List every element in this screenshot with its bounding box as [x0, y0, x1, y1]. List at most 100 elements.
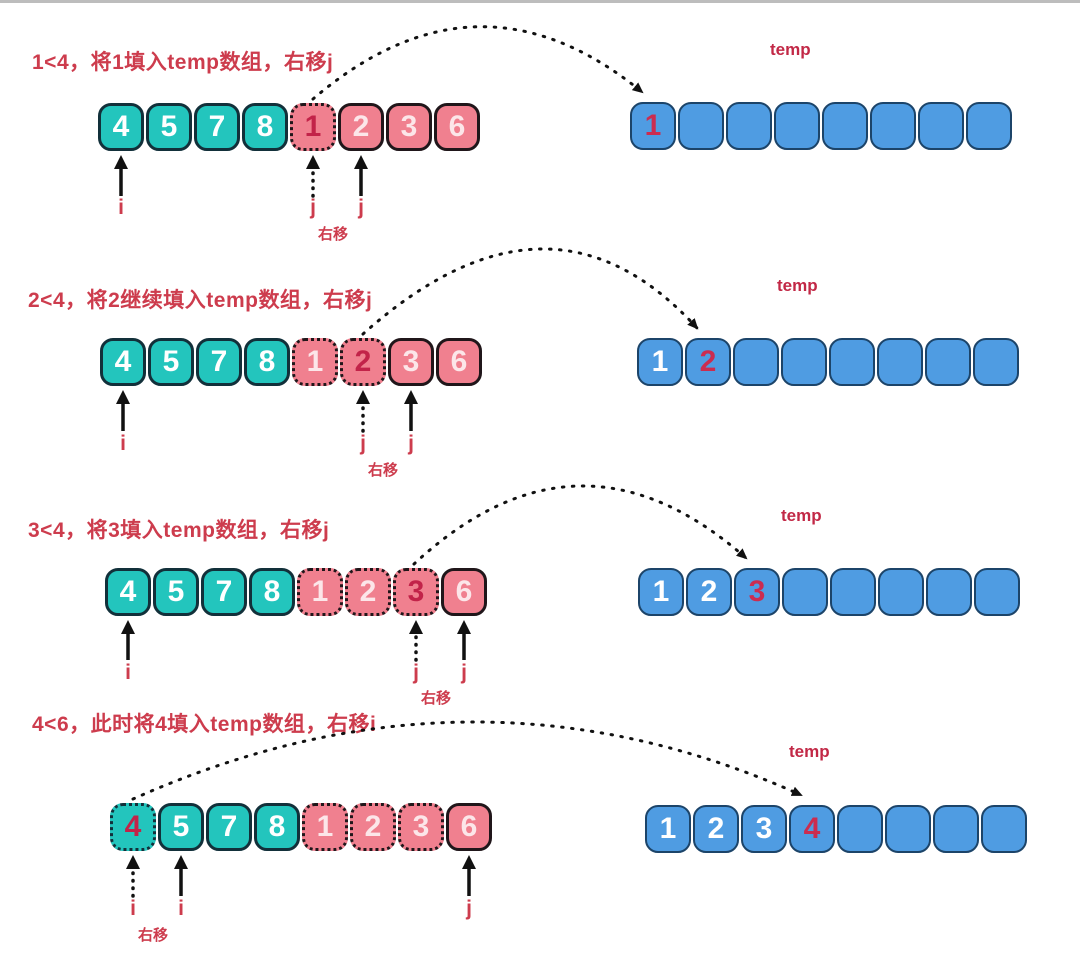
array-cell: 2: [338, 103, 384, 151]
pointer-arrowhead: [116, 390, 130, 404]
pointer-arrowhead: [409, 620, 423, 634]
temp-cell: [918, 102, 964, 150]
temp-array: 1: [630, 102, 1012, 150]
temp-cell: [733, 338, 779, 386]
temp-cell: [878, 568, 924, 616]
array-cell: 1: [297, 568, 343, 616]
array-cell: 7: [201, 568, 247, 616]
top-edge-divider: [0, 0, 1080, 3]
array-cell: 8: [249, 568, 295, 616]
pointer-arrowhead: [306, 155, 320, 169]
temp-array-title: temp: [781, 506, 822, 525]
pointer-label: i: [120, 432, 126, 455]
pointer-arrowhead: [126, 855, 140, 869]
temp-cell: 2: [685, 338, 731, 386]
pointer-label: j: [461, 661, 467, 684]
array-cell: 2: [350, 803, 396, 851]
array-cell: 8: [244, 338, 290, 386]
array-cell: 2: [345, 568, 391, 616]
temp-cell: [877, 338, 923, 386]
pointer-arrowhead: [356, 390, 370, 404]
pointer-label: i: [130, 897, 136, 920]
pointer-label: j: [413, 661, 419, 684]
pointer-arrowhead: [462, 855, 476, 869]
pointer-label: i: [125, 661, 131, 684]
pointer-arrowhead: [354, 155, 368, 169]
temp-cell: 1: [630, 102, 676, 150]
temp-array-title: temp: [770, 40, 811, 59]
pointer-arrowhead: [174, 855, 188, 869]
move-to-temp-arc: [311, 25, 644, 101]
array-cell: 1: [302, 803, 348, 851]
move-to-temp-arc: [412, 484, 748, 566]
temp-cell: [885, 805, 931, 853]
array-cell: 5: [148, 338, 194, 386]
array-cell: 6: [446, 803, 492, 851]
pointer-label: j: [358, 196, 364, 219]
array-cell: 5: [153, 568, 199, 616]
shift-right-label: 右移: [367, 462, 398, 479]
array-cell: 4: [98, 103, 144, 151]
pointer-label: j: [310, 196, 316, 219]
array-cell: 7: [196, 338, 242, 386]
temp-cell: [966, 102, 1012, 150]
temp-cell: [829, 338, 875, 386]
pointer-arrowhead: [121, 620, 135, 634]
array-cell: 4: [105, 568, 151, 616]
array-cell: 4: [100, 338, 146, 386]
temp-cell: 2: [693, 805, 739, 853]
array-cell: 6: [441, 568, 487, 616]
temp-cell: [830, 568, 876, 616]
temp-array-title: temp: [789, 742, 830, 761]
shift-right-label: 右移: [317, 226, 348, 243]
pointer-label: j: [360, 432, 366, 455]
step-caption: 4<6，此时将4填入temp数组，右移i: [32, 713, 377, 736]
array-cell: 4: [110, 803, 156, 851]
temp-cell: [726, 102, 772, 150]
step-caption: 1<4，将1填入temp数组，右移j: [32, 51, 334, 74]
temp-cell: [926, 568, 972, 616]
shift-right-label: 右移: [420, 690, 451, 707]
array-cell: 2: [340, 338, 386, 386]
array-cell: 1: [290, 103, 336, 151]
temp-cell: 2: [686, 568, 732, 616]
temp-cell: 3: [741, 805, 787, 853]
temp-cell: 1: [638, 568, 684, 616]
move-to-temp-arc: [361, 247, 699, 336]
array-cell: 3: [393, 568, 439, 616]
pointer-arrowhead: [114, 155, 128, 169]
temp-cell: [837, 805, 883, 853]
temp-cell: [822, 102, 868, 150]
array-cell: 1: [292, 338, 338, 386]
array-cell: 6: [436, 338, 482, 386]
temp-cell: [678, 102, 724, 150]
pointer-label: j: [466, 897, 472, 920]
pointer-label: j: [408, 432, 414, 455]
temp-cell: 1: [645, 805, 691, 853]
shift-right-label: 右移: [137, 927, 168, 944]
array-cell: 7: [194, 103, 240, 151]
array-cell: 7: [206, 803, 252, 851]
pointer-arrowhead: [404, 390, 418, 404]
temp-cell: [781, 338, 827, 386]
temp-cell: [974, 568, 1020, 616]
array-cell: 3: [386, 103, 432, 151]
temp-cell: 4: [789, 805, 835, 853]
pointer-label: i: [178, 897, 184, 920]
array-cell: 6: [434, 103, 480, 151]
temp-cell: [870, 102, 916, 150]
array-cell: 8: [242, 103, 288, 151]
temp-cell: [933, 805, 979, 853]
temp-cell: 1: [637, 338, 683, 386]
pointer-label: i: [118, 196, 124, 219]
temp-cell: 3: [734, 568, 780, 616]
temp-cell: [973, 338, 1019, 386]
step-caption: 2<4，将2继续填入temp数组，右移j: [28, 289, 373, 312]
array-cell: 3: [398, 803, 444, 851]
